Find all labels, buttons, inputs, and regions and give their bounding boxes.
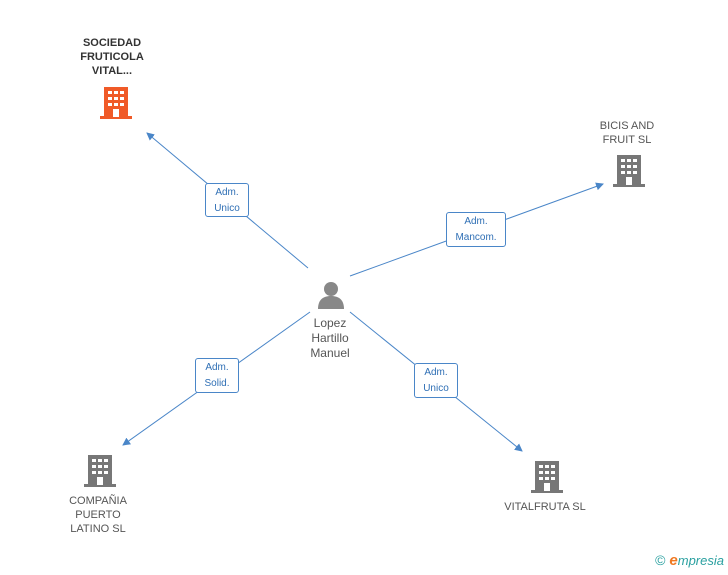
edge-label-compania[interactable]: Adm. Solid. [195, 358, 239, 393]
node-label-vitalfruta[interactable]: VITALFRUTA SL [504, 501, 586, 513]
brand-footer[interactable]: ©empresia [655, 552, 724, 569]
building-icon[interactable] [613, 153, 645, 189]
node-label-compania[interactable]: COMPAÑIA PUERTO LATINO SL [69, 495, 127, 535]
node-label-sociedad[interactable]: SOCIEDAD FRUTICOLA VITAL... [80, 37, 144, 77]
copyright-icon: © [655, 552, 666, 568]
node-label-bicis[interactable]: BICIS AND FRUIT SL [599, 120, 655, 146]
edge-label-sociedad[interactable]: Adm. Unico [205, 183, 249, 217]
building-icon[interactable] [100, 85, 132, 121]
building-icon[interactable] [84, 453, 116, 489]
brand-logo-e: e [669, 552, 678, 569]
edge-label-bicis[interactable]: Adm. Mancom. [446, 212, 506, 247]
person-icon[interactable] [316, 280, 346, 310]
edge-label-vitalfruta[interactable]: Adm. Unico [414, 363, 458, 398]
brand-logo-text: mpresia [677, 553, 724, 568]
building-icon[interactable] [531, 459, 563, 495]
node-label-center[interactable]: Lopez Hartillo Manuel [310, 316, 350, 360]
